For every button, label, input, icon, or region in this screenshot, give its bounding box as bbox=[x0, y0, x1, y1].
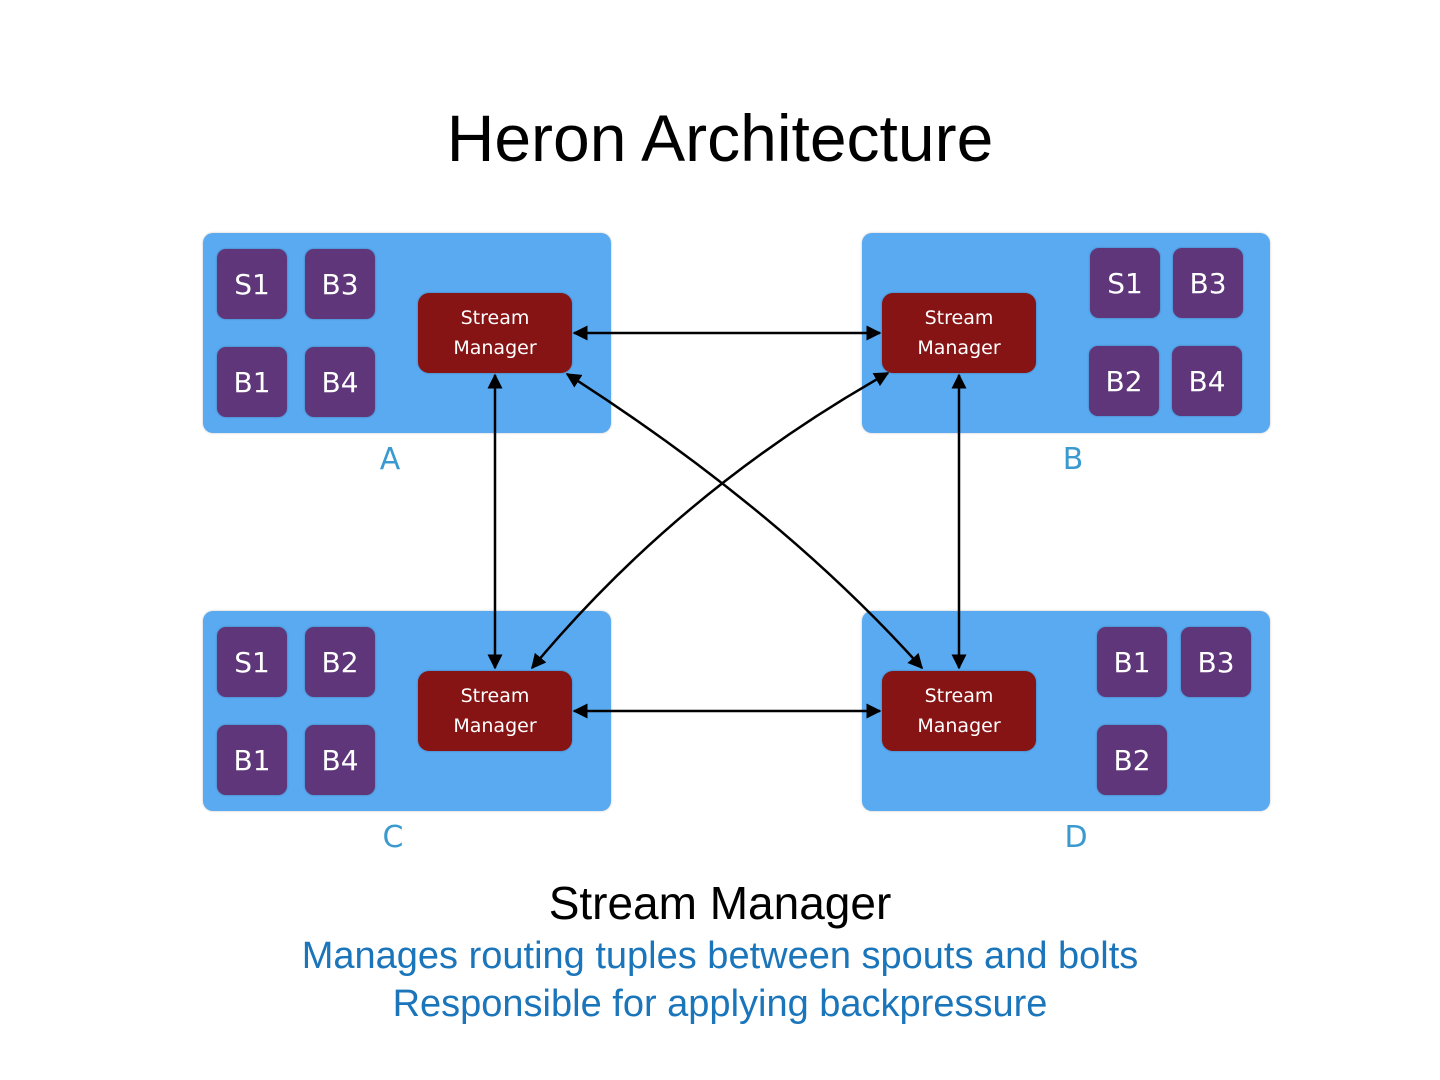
description-line-1: Manages routing tuples between spouts an… bbox=[301, 935, 1139, 977]
container-a: S1 B3 B1 B4 Stream Manager bbox=[203, 233, 611, 433]
container-label-b: B bbox=[1062, 442, 1084, 477]
stream-manager-label-line1: Stream bbox=[924, 685, 994, 707]
stream-manager-label-line2: Manager bbox=[917, 337, 1001, 359]
task-s1: S1 bbox=[217, 627, 287, 697]
task-b3: B3 bbox=[1181, 627, 1251, 697]
container-d: Stream Manager B1 B3 B2 bbox=[862, 611, 1270, 811]
task-b1: B1 bbox=[217, 347, 287, 417]
task-b1: B1 bbox=[1097, 627, 1167, 697]
stream-manager-c: Stream Manager bbox=[418, 671, 572, 751]
task-b3: B3 bbox=[305, 249, 375, 319]
task-b2: B2 bbox=[1097, 725, 1167, 795]
task-b2: B2 bbox=[305, 627, 375, 697]
container-label-d: D bbox=[1064, 820, 1088, 855]
stream-manager-a: Stream Manager bbox=[418, 293, 572, 373]
task-b2: B2 bbox=[1089, 346, 1159, 416]
stream-manager-label-line2: Manager bbox=[917, 715, 1001, 737]
task-b4: B4 bbox=[305, 725, 375, 795]
stream-manager-b: Stream Manager bbox=[882, 293, 1036, 373]
container-label-c: C bbox=[382, 820, 404, 855]
task-b1: B1 bbox=[217, 725, 287, 795]
task-b4: B4 bbox=[305, 347, 375, 417]
stream-manager-label-line1: Stream bbox=[924, 307, 994, 329]
task-s1: S1 bbox=[217, 249, 287, 319]
container-label-a: A bbox=[379, 442, 401, 477]
stream-manager-label-line2: Manager bbox=[453, 715, 537, 737]
stream-manager-label-line1: Stream bbox=[460, 685, 530, 707]
stream-manager-label-line2: Manager bbox=[453, 337, 537, 359]
task-b3: B3 bbox=[1173, 248, 1243, 318]
description-line-2: Responsible for applying backpressure bbox=[392, 983, 1048, 1025]
stream-manager-label-line1: Stream bbox=[460, 307, 530, 329]
task-s1: S1 bbox=[1090, 248, 1160, 318]
slide-title: Heron Architecture bbox=[446, 101, 994, 175]
container-b: Stream Manager S1 B3 B2 B4 bbox=[862, 233, 1270, 433]
container-c: S1 B2 B1 B4 Stream Manager bbox=[203, 611, 611, 811]
section-heading: Stream Manager bbox=[548, 877, 892, 929]
task-b4: B4 bbox=[1172, 346, 1242, 416]
stream-manager-d: Stream Manager bbox=[882, 671, 1036, 751]
